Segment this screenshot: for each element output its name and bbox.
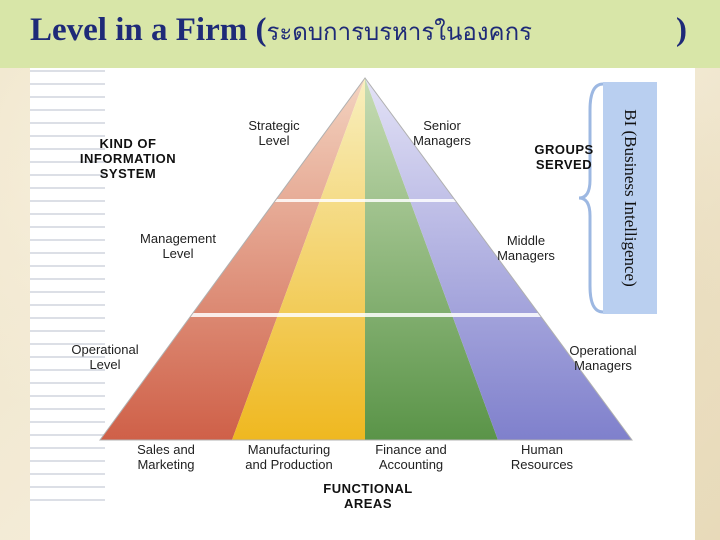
group-operational-line1: Operational [569, 343, 637, 358]
group-operational-line2: Managers [574, 358, 632, 373]
title-thai: ระดบการบรหารในองคกร [266, 18, 532, 46]
area-finance-line2: Accounting [378, 457, 444, 472]
group-operational-managers: Operational Managers [554, 343, 652, 373]
area-sales-marketing: Sales and Marketing [118, 442, 214, 472]
page-title: Level in a Firm (ระดบการบรหารในองคกร [30, 12, 532, 51]
level-management: Management Level [126, 231, 230, 261]
level-operational-line2: Level [89, 357, 121, 372]
header-functional-line1: FUNCTIONAL [323, 481, 413, 496]
level-strategic-line1: Strategic [248, 118, 300, 133]
group-middle-managers: Middle Managers [486, 233, 566, 263]
header-kind-line1: KIND OF [99, 136, 157, 151]
header-functional-areas: FUNCTIONAL AREAS [310, 481, 426, 511]
level-management-line2: Level [162, 246, 194, 261]
level-strategic-line2: Level [258, 133, 290, 148]
level-operational: Operational Level [60, 342, 150, 372]
group-middle-line2: Managers [497, 248, 555, 263]
header-kind-of-information-system: KIND OF INFORMATION SYSTEM [66, 136, 190, 181]
area-sales-line1: Sales and [137, 442, 195, 457]
header-kind-line2: INFORMATION [79, 151, 177, 166]
header-groups-line1: GROUPS [534, 142, 594, 157]
area-hr-line1: Human [521, 442, 563, 457]
area-manufacturing-production: Manufacturing and Production [228, 442, 350, 472]
group-senior-line2: Managers [413, 133, 471, 148]
group-senior-line1: Senior [423, 118, 461, 133]
area-manufacturing-line2: and Production [245, 457, 333, 472]
header-kind-line3: SYSTEM [99, 166, 157, 181]
group-senior-managers: Senior Managers [402, 118, 482, 148]
level-operational-line1: Operational [71, 342, 139, 357]
header-groups-line2: SERVED [535, 157, 593, 172]
header-groups-served: GROUPS SERVED [524, 142, 604, 172]
group-middle-line1: Middle [506, 233, 546, 248]
area-sales-line2: Marketing [137, 457, 195, 472]
area-finance-line1: Finance and [375, 442, 447, 457]
area-human-resources: Human Resources [496, 442, 588, 472]
level-divider-bottom [100, 313, 632, 317]
title-main: Level in a Firm ( [30, 12, 267, 48]
pyramid-outline [99, 77, 633, 441]
scanned-text-strip [30, 70, 105, 510]
bi-annotation-label: BI (Business Intelligence) [621, 109, 640, 287]
header-functional-line2: AREAS [343, 496, 392, 511]
area-finance-accounting: Finance and Accounting [356, 442, 466, 472]
level-management-line1: Management [140, 231, 216, 246]
area-hr-line2: Resources [510, 457, 574, 472]
column-manufacturing [232, 78, 365, 440]
bi-brace [578, 82, 604, 314]
level-strategic: Strategic Level [236, 118, 312, 148]
title-close-paren: ) [676, 12, 687, 48]
bi-highlight-box [603, 82, 657, 314]
title-bar: Level in a Firm (ระดบการบรหารในองคกร ) [0, 0, 720, 68]
area-manufacturing-line1: Manufacturing [247, 442, 331, 457]
level-divider-top [100, 199, 632, 202]
